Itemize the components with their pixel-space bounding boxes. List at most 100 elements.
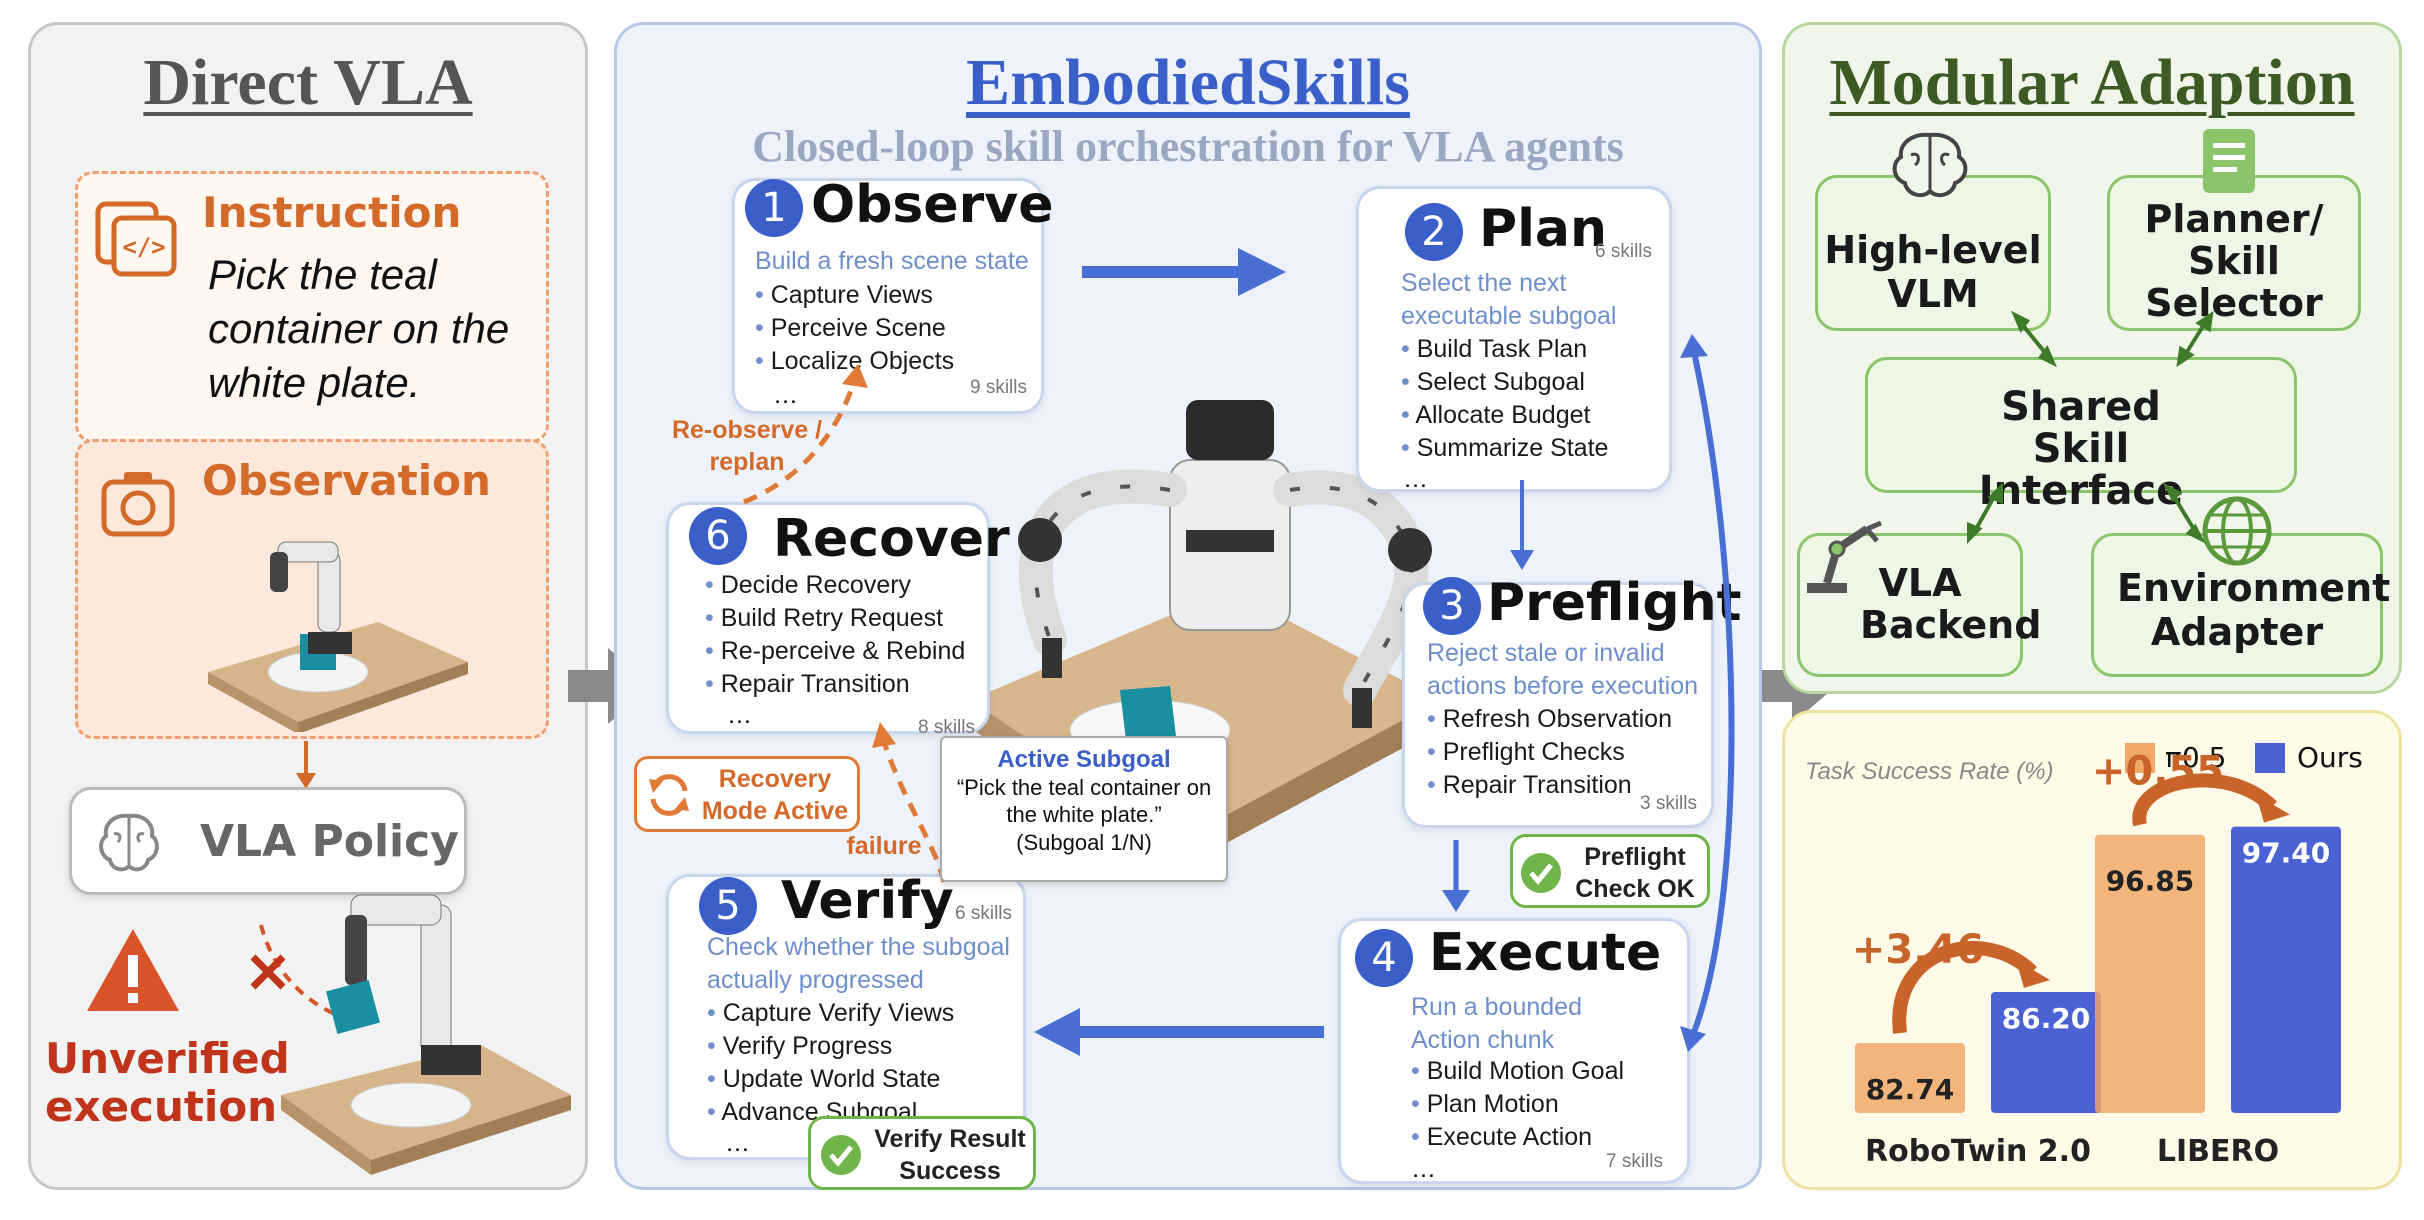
skill-count: 7 skills: [1605, 1151, 1663, 1172]
step-skill-list: Capture Views Perceive Scene Localize Ob…: [755, 279, 954, 378]
verify-result-label: Verify Result Success: [874, 1125, 1026, 1185]
skill-item: Select Subgoal: [1401, 366, 1608, 399]
bar-value-label: 96.85: [2106, 865, 2195, 898]
skill-item: Perceive Scene: [755, 312, 954, 345]
planner-module: Planner/ Skill Selector: [2107, 175, 2361, 331]
verify-result-badge: Verify Result Success: [808, 1116, 1036, 1190]
step-title: Plan: [1479, 199, 1608, 259]
delta-label: +0.55: [2092, 749, 2224, 795]
step-skill-list: Decide Recovery Build Retry Request Re-p…: [705, 569, 966, 701]
skill-item: Localize Objects: [755, 345, 954, 378]
skill-count: 6 skills: [955, 903, 1013, 924]
down-arrow: [296, 741, 316, 789]
step-title: Recover: [773, 509, 1010, 569]
skill-ellipsis: …: [727, 701, 752, 729]
delta-label: +3.46: [1852, 927, 1984, 973]
active-subgoal-box: Active Subgoal “Pick the teal container …: [940, 736, 1228, 882]
skill-item: Preflight Checks: [1427, 736, 1672, 769]
failed-execution-image: [281, 894, 571, 1175]
step-subtitle: Select the next executable subgoal: [1401, 269, 1617, 330]
document-icon: [2203, 129, 2255, 193]
step-number: 6: [689, 507, 747, 565]
category-label: RoboTwin 2.0: [1865, 1134, 2091, 1169]
failure-label: failure: [846, 832, 922, 860]
shared-skill-interface-module: Shared Skill Interface: [1865, 357, 2297, 512]
step-title: Execute: [1429, 923, 1662, 983]
svg-text:</>: </>: [122, 233, 165, 261]
step-skill-list: Capture Verify Views Verify Progress Upd…: [707, 997, 954, 1129]
step-number: 4: [1355, 929, 1413, 987]
bar-value-label: 86.20: [2002, 1002, 2091, 1035]
check-icon: [821, 1135, 861, 1175]
high-level-vlm-module: High-level VLM: [1815, 175, 2051, 331]
skill-count: 3 skills: [1639, 793, 1697, 814]
step-recover-card[interactable]: 6 Recover Decide Recovery Build Retry Re…: [666, 502, 1010, 738]
skill-item: Re-perceive & Rebind: [705, 635, 966, 668]
modular-adaption-panel: Modular Adaption High-level VLM Planner/…: [1782, 22, 2402, 694]
active-subgoal-text: “Pick the teal container on the white pl…: [956, 775, 1212, 827]
active-subgoal-title: Active Subgoal: [997, 746, 1171, 773]
step-subtitle: Reject stale or invalid actions before e…: [1427, 639, 1699, 700]
skill-ellipsis: …: [1403, 465, 1428, 493]
unverified-label: Unverified execution: [45, 1034, 290, 1131]
step-number: 5: [699, 877, 757, 935]
globe-icon: [2202, 496, 2272, 566]
observation-box: Observation: [75, 439, 549, 739]
direct-vla-panel: Direct VLA </> Instruction Pick the teal…: [28, 22, 588, 1190]
embodiedskills-title: EmbodiedSkills: [966, 46, 1410, 119]
skill-item: Build Retry Request: [705, 602, 965, 635]
step-subtitle: Check whether the subgoal actually progr…: [707, 933, 1010, 994]
step-plan-card[interactable]: 2 Plan 6 skills Select the next executab…: [1356, 186, 1672, 493]
skill-item: Execute Action: [1411, 1121, 1624, 1154]
delta-arrow: [2132, 773, 2277, 827]
skill-item: Verify Progress: [707, 1030, 954, 1063]
legend-label-pi: π0.5: [2165, 741, 2226, 774]
skill-item: Update World State: [707, 1063, 954, 1096]
legend-swatch-ours: [2255, 743, 2285, 773]
step-title: Preflight: [1487, 573, 1742, 633]
step-subtitle: Run a bounded Action chunk: [1411, 993, 1582, 1054]
delta-arrow: [1892, 941, 2037, 1034]
skill-count: 8 skills: [917, 717, 975, 738]
skill-item: Allocate Budget: [1401, 399, 1608, 432]
chart-title: Task Success Rate (%): [1805, 758, 2054, 785]
step-number: 1: [745, 179, 803, 237]
shared-skill-label: Shared Skill Interface: [1978, 384, 2184, 514]
camera-icon: [101, 472, 175, 537]
skill-count: 6 skills: [1595, 241, 1653, 262]
reobserve-label: Re-observe / replan: [671, 416, 823, 476]
step-title: Observe: [811, 175, 1054, 235]
bar-pi-0: [1855, 1043, 1965, 1113]
step-preflight-card[interactable]: 3 Preflight Reject stale or invalid acti…: [1402, 573, 1742, 828]
instruction-text: Pick the teal container on the white pla…: [208, 251, 510, 406]
module-connectors: [1967, 310, 2214, 544]
step-number: 2: [1405, 203, 1463, 261]
step-title: Verify: [781, 871, 954, 931]
preflight-check-badge: Preflight Check OK: [1510, 834, 1710, 908]
instruction-label: Instruction: [202, 188, 462, 237]
bar-value-label: 82.74: [1866, 1073, 1955, 1106]
skill-item: Summarize State: [1401, 432, 1609, 465]
embodiedskills-subtitle: Closed-loop skill orchestration for VLA …: [752, 122, 1624, 171]
direct-vla-title: Direct VLA: [143, 46, 473, 119]
robot-arm-icon: [1807, 520, 1882, 593]
skill-item: Decide Recovery: [705, 569, 965, 602]
step-number: 3: [1423, 577, 1481, 635]
environment-adapter-module: Environment Adapter: [2091, 533, 2390, 677]
step-subtitle: Build a fresh scene state: [755, 247, 1029, 275]
recovery-mode-label: Recovery Mode Active: [701, 765, 849, 825]
skill-item: Capture Verify Views: [707, 997, 955, 1030]
delta-arrowhead: [2256, 794, 2290, 823]
step-observe-card[interactable]: 1 Observe Build a fresh scene state Capt…: [732, 175, 1053, 414]
preflight-check-label: Preflight Check OK: [1575, 843, 1695, 903]
success-rate-chart: Task Success Rate (%) π0.5 Ours 82.7486.…: [1805, 741, 2363, 1169]
step-verify-card[interactable]: 5 Verify 6 skills Check whether the subg…: [666, 871, 1026, 1160]
brain-icon: [99, 813, 159, 872]
skill-item: Plan Motion: [1411, 1088, 1624, 1121]
skill-ellipsis: …: [725, 1129, 750, 1157]
refresh-icon: [649, 774, 689, 816]
warning-icon: [87, 929, 179, 1011]
skill-item: Build Task Plan: [1401, 333, 1608, 366]
skill-item: Repair Transition: [1427, 769, 1672, 802]
